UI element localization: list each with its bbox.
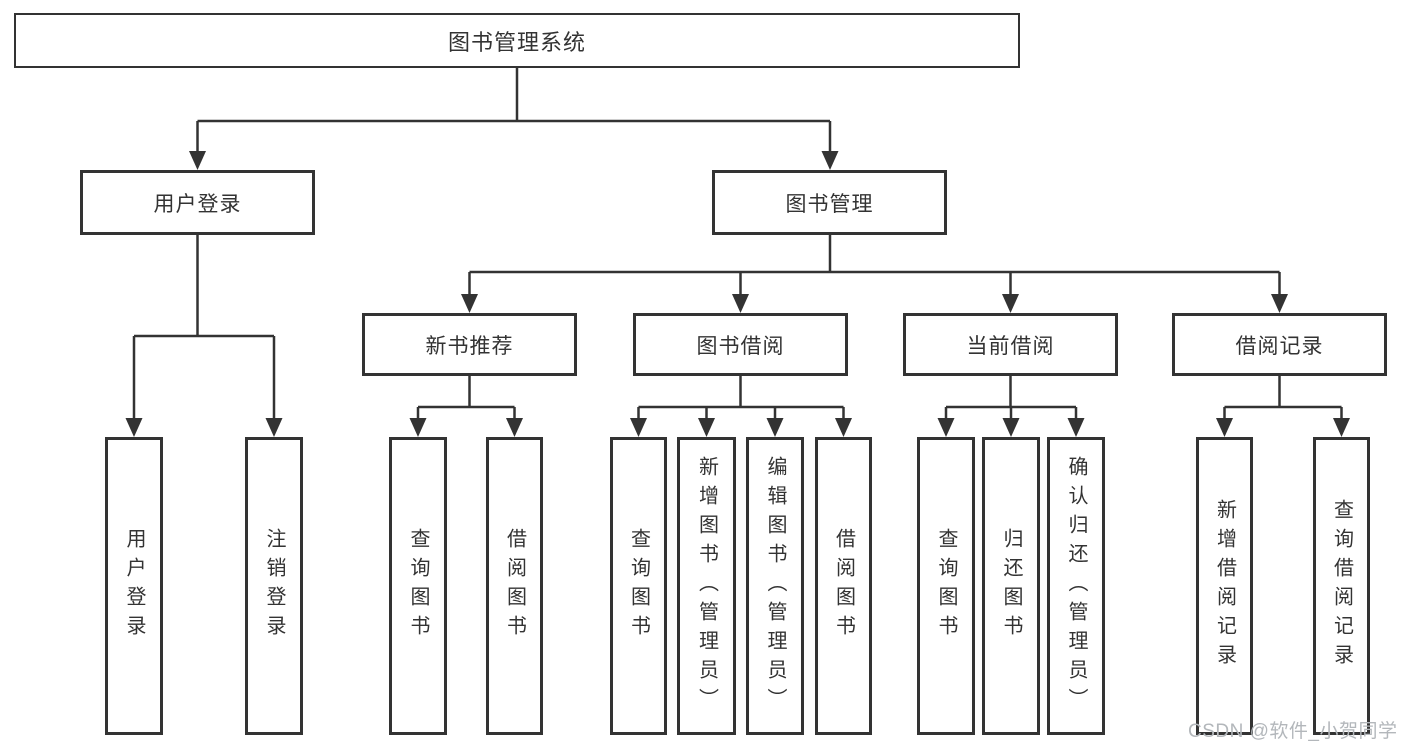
node-label: 查询图书 <box>935 528 957 644</box>
node-label: 图书借阅 <box>696 334 785 358</box>
connector-book-borrow-children <box>630 376 852 437</box>
node-label: 用户登录 <box>153 192 242 216</box>
node-leaf-cb-confirm-return-admin: 确认归还（管理员） <box>1047 437 1105 735</box>
node-label: 用户登录 <box>123 528 145 644</box>
node-user-login: 用户登录 <box>80 170 315 235</box>
node-leaf-user-login: 用户登录 <box>105 437 163 735</box>
node-label: 注销登录 <box>263 528 285 644</box>
node-label: 查询图书 <box>627 528 650 644</box>
node-label: 借阅图书 <box>832 528 855 644</box>
node-current-borrow: 当前借阅 <box>903 313 1118 376</box>
node-leaf-logout: 注销登录 <box>245 437 303 735</box>
node-label: 当前借阅 <box>966 334 1055 358</box>
connector-book-mgmt-children <box>461 235 1288 313</box>
node-leaf-cb-query-book: 查询图书 <box>917 437 975 735</box>
node-label: 图书管理 <box>785 192 874 216</box>
node-leaf-bb-add-book-admin: 新增图书（管理员） <box>677 437 736 735</box>
node-library-management-system: 图书管理系统 <box>14 13 1020 68</box>
connector-current-borrow-children <box>937 376 1085 437</box>
connector-user-login-children <box>125 235 283 437</box>
node-leaf-bb-edit-book-admin: 编辑图书（管理员） <box>746 437 804 735</box>
node-label: 新增借阅记录 <box>1213 499 1236 673</box>
node-label: 图书管理系统 <box>447 29 586 55</box>
node-label: 借阅记录 <box>1235 334 1324 358</box>
node-leaf-bb-borrow-book: 借阅图书 <box>815 437 872 735</box>
node-leaf-cb-return-book: 归还图书 <box>982 437 1040 735</box>
node-label: 新书推荐 <box>425 334 514 358</box>
node-label: 编辑图书（管理员） <box>764 455 786 717</box>
node-book-borrow: 图书借阅 <box>633 313 848 376</box>
node-leaf-rec-query-book: 查询图书 <box>389 437 447 735</box>
csdn-watermark: CSDN @软件_小贺同学 <box>1188 721 1398 742</box>
node-book-management: 图书管理 <box>712 170 947 235</box>
node-label: 借阅图书 <box>503 528 526 644</box>
node-leaf-bb-query-book: 查询图书 <box>610 437 667 735</box>
node-leaf-br-add-record: 新增借阅记录 <box>1196 437 1253 735</box>
connector-new-book-rec-children <box>409 376 523 437</box>
node-label: 新增图书（管理员） <box>695 455 718 717</box>
node-label: 归还图书 <box>1000 528 1022 644</box>
node-leaf-rec-borrow-book: 借阅图书 <box>486 437 543 735</box>
node-label: 查询借阅记录 <box>1330 499 1353 673</box>
node-label: 查询图书 <box>407 528 429 644</box>
node-leaf-br-query-record: 查询借阅记录 <box>1313 437 1370 735</box>
node-label: 确认归还（管理员） <box>1065 455 1087 717</box>
node-borrow-record: 借阅记录 <box>1172 313 1387 376</box>
node-new-book-recommend: 新书推荐 <box>362 313 577 376</box>
connector-root-to-level2 <box>189 68 839 170</box>
connector-borrow-record-children <box>1216 376 1350 437</box>
